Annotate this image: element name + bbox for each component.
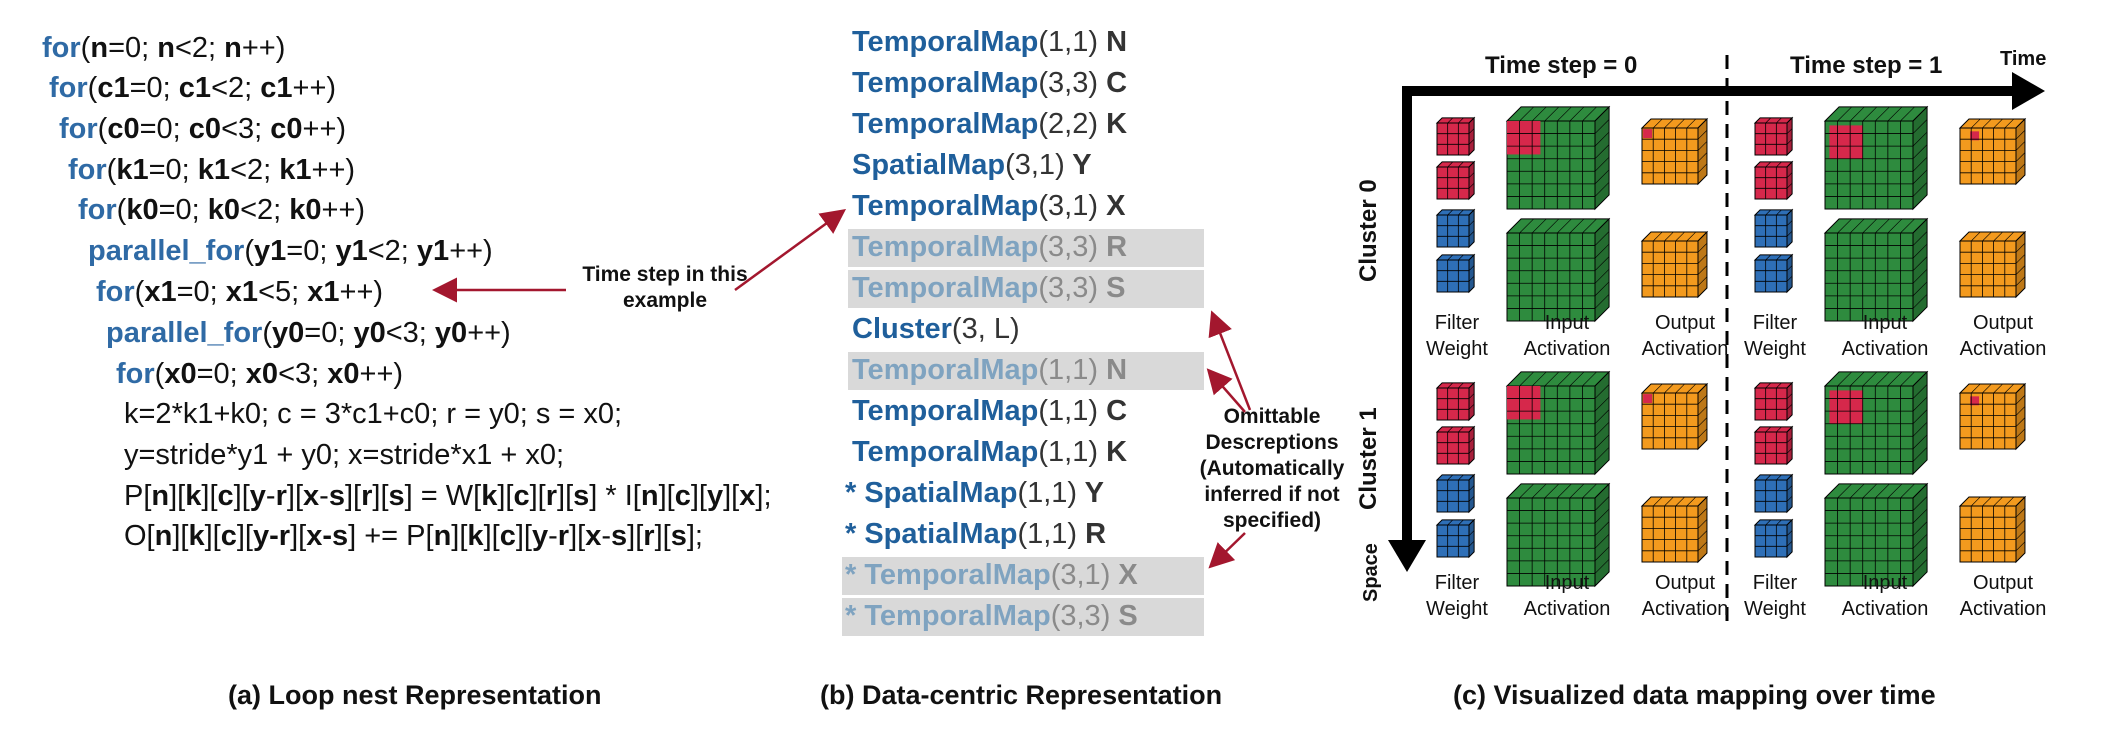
mapping-entry: TemporalMap(2,2) K	[852, 108, 1128, 140]
mapping-entry: TemporalMap(1,1) K	[852, 436, 1128, 468]
loop-line: parallel_for(y0=0; y0<3; y0++)	[106, 317, 511, 349]
space-axis-line	[1402, 86, 1412, 546]
mapping-entry: TemporalMap(3,3) S	[852, 272, 1126, 304]
filter-weight-cube	[1753, 425, 1794, 466]
omittable-highlight	[848, 229, 1204, 267]
output-activation-cube	[1640, 230, 1709, 299]
filter-weight-cube	[1753, 518, 1794, 559]
time-axis-label: Time	[2000, 48, 2047, 70]
tensor-label: Filter Weight	[1426, 572, 1488, 620]
input-activation-cube	[1823, 370, 1929, 476]
output-activation-cube	[1958, 495, 2027, 564]
mapping-entry: * SpatialMap(1,1) Y	[845, 477, 1104, 509]
time-step-annotation: Time step in this example	[582, 263, 748, 312]
filter-weight-cube	[1753, 473, 1794, 514]
filter-weight-cube	[1753, 208, 1794, 249]
caption-b: (b) Data-centric Representation	[820, 680, 1223, 710]
loop-line: for(c1=0; c1<2; c1++)	[49, 72, 337, 104]
omittable-arrow-2	[1206, 368, 1246, 413]
mapping-entry: Cluster(3, L)	[852, 313, 1020, 345]
input-activation-cube	[1505, 482, 1611, 588]
caption-c: (c) Visualized data mapping over time	[1453, 680, 1936, 710]
mapping-entry: * TemporalMap(3,3) S	[845, 600, 1138, 632]
omittable-highlight	[848, 352, 1204, 390]
tensor-label: Output Activation	[1959, 572, 2047, 620]
loop-line: for(n=0; n<2; n++)	[42, 32, 286, 64]
loop-line: for(k1=0; k1<2; k1++)	[68, 154, 356, 186]
mapping-entry: * SpatialMap(1,1) R	[845, 518, 1107, 550]
omittable-arrow-1	[1208, 310, 1252, 411]
input-activation-cube	[1823, 482, 1929, 588]
space-axis-arrowhead	[1388, 540, 1426, 572]
output-activation-cube	[1958, 117, 2027, 186]
omittable-highlight	[848, 270, 1204, 308]
output-activation-cube	[1640, 382, 1709, 451]
time-step-0-label: Time step = 0	[1485, 52, 1638, 79]
time-step-1-label: Time step = 1	[1790, 52, 1943, 79]
output-activation-cube	[1958, 382, 2027, 451]
cluster-0-label: Cluster 0	[1355, 179, 1382, 282]
loop-line: for(x1=0; x1<5; x1++)	[96, 276, 384, 308]
tensor-label: Output Activation	[1641, 572, 1729, 620]
tensor-label: Input Activation	[1841, 312, 1929, 360]
output-activation-cube	[1958, 230, 2027, 299]
omittable-highlight	[842, 557, 1204, 595]
filter-weight-cube	[1753, 253, 1794, 294]
filter-weight-cube	[1435, 160, 1476, 201]
mapping-entry: TemporalMap(1,1) C	[852, 395, 1128, 427]
loop-line: parallel_for(y1=0; y1<2; y1++)	[88, 235, 493, 267]
filter-weight-cube	[1435, 381, 1476, 422]
tensor-label: Output Activation	[1959, 312, 2047, 360]
filter-weight-cube	[1435, 425, 1476, 466]
filter-weight-cube	[1753, 381, 1794, 422]
filter-weight-cube	[1435, 253, 1476, 294]
loop-line: for(k0=0; k0<2; k0++)	[78, 194, 366, 226]
caption-a: (a) Loop nest Representation	[228, 680, 602, 710]
loop-line: for(x0=0; x0<3; x0++)	[116, 358, 404, 390]
time-axis-line	[1402, 86, 2012, 96]
mapping-entry: TemporalMap(3,3) R	[852, 231, 1128, 263]
output-activation-cube	[1640, 495, 1709, 564]
loop-line: P[n][k][c][y-r][x-s][r][s] = W[k][c][r][…	[124, 480, 772, 512]
input-activation-cube	[1823, 105, 1929, 211]
input-activation-cube	[1505, 105, 1611, 211]
cluster-1-label: Cluster 1	[1355, 407, 1382, 510]
time-step-arrow-2	[734, 209, 847, 292]
omittable-highlight	[842, 598, 1204, 636]
loop-line: y=stride*y1 + y0; x=stride*x1 + x0;	[124, 439, 565, 471]
loop-line: for(c0=0; c0<3; c0++)	[59, 113, 347, 145]
omittable-arrow-3	[1208, 532, 1246, 569]
filter-weight-cube	[1435, 473, 1476, 514]
mapping-entry: SpatialMap(3,1) Y	[852, 149, 1092, 181]
input-activation-cube	[1505, 217, 1611, 323]
tensor-label: Input Activation	[1841, 572, 1929, 620]
tensor-label: Input Activation	[1523, 572, 1611, 620]
mapping-entry: TemporalMap(3,1) X	[852, 190, 1126, 222]
tensor-label: Filter Weight	[1426, 312, 1488, 360]
filter-weight-cube	[1753, 160, 1794, 201]
tensor-label: Input Activation	[1523, 312, 1611, 360]
mapping-entry: TemporalMap(1,1) N	[852, 26, 1128, 58]
time-axis-arrowhead	[2012, 72, 2045, 110]
output-activation-cube	[1640, 117, 1709, 186]
tensor-label: Filter Weight	[1744, 572, 1806, 620]
space-axis-label: Space	[1360, 543, 1382, 602]
mapping-entry: TemporalMap(1,1) N	[852, 354, 1128, 386]
filter-weight-cube	[1435, 518, 1476, 559]
filter-weight-cube	[1435, 208, 1476, 249]
omittable-annotation: Omittable Descreptions (Automatically in…	[1199, 405, 1345, 532]
loop-line: k=2*k1+k0; c = 3*c1+c0; r = y0; s = x0;	[124, 398, 623, 430]
input-activation-cube	[1505, 370, 1611, 476]
filter-weight-cube	[1753, 116, 1794, 157]
loop-line: O[n][k][c][y-r][x-s] += P[n][k][c][y-r][…	[124, 520, 703, 552]
mapping-entry: * TemporalMap(3,1) X	[845, 559, 1138, 591]
input-activation-cube	[1823, 217, 1929, 323]
tensor-label: Filter Weight	[1744, 312, 1806, 360]
mapping-entry: TemporalMap(3,3) C	[852, 67, 1128, 99]
tensor-label: Output Activation	[1641, 312, 1729, 360]
filter-weight-cube	[1435, 116, 1476, 157]
